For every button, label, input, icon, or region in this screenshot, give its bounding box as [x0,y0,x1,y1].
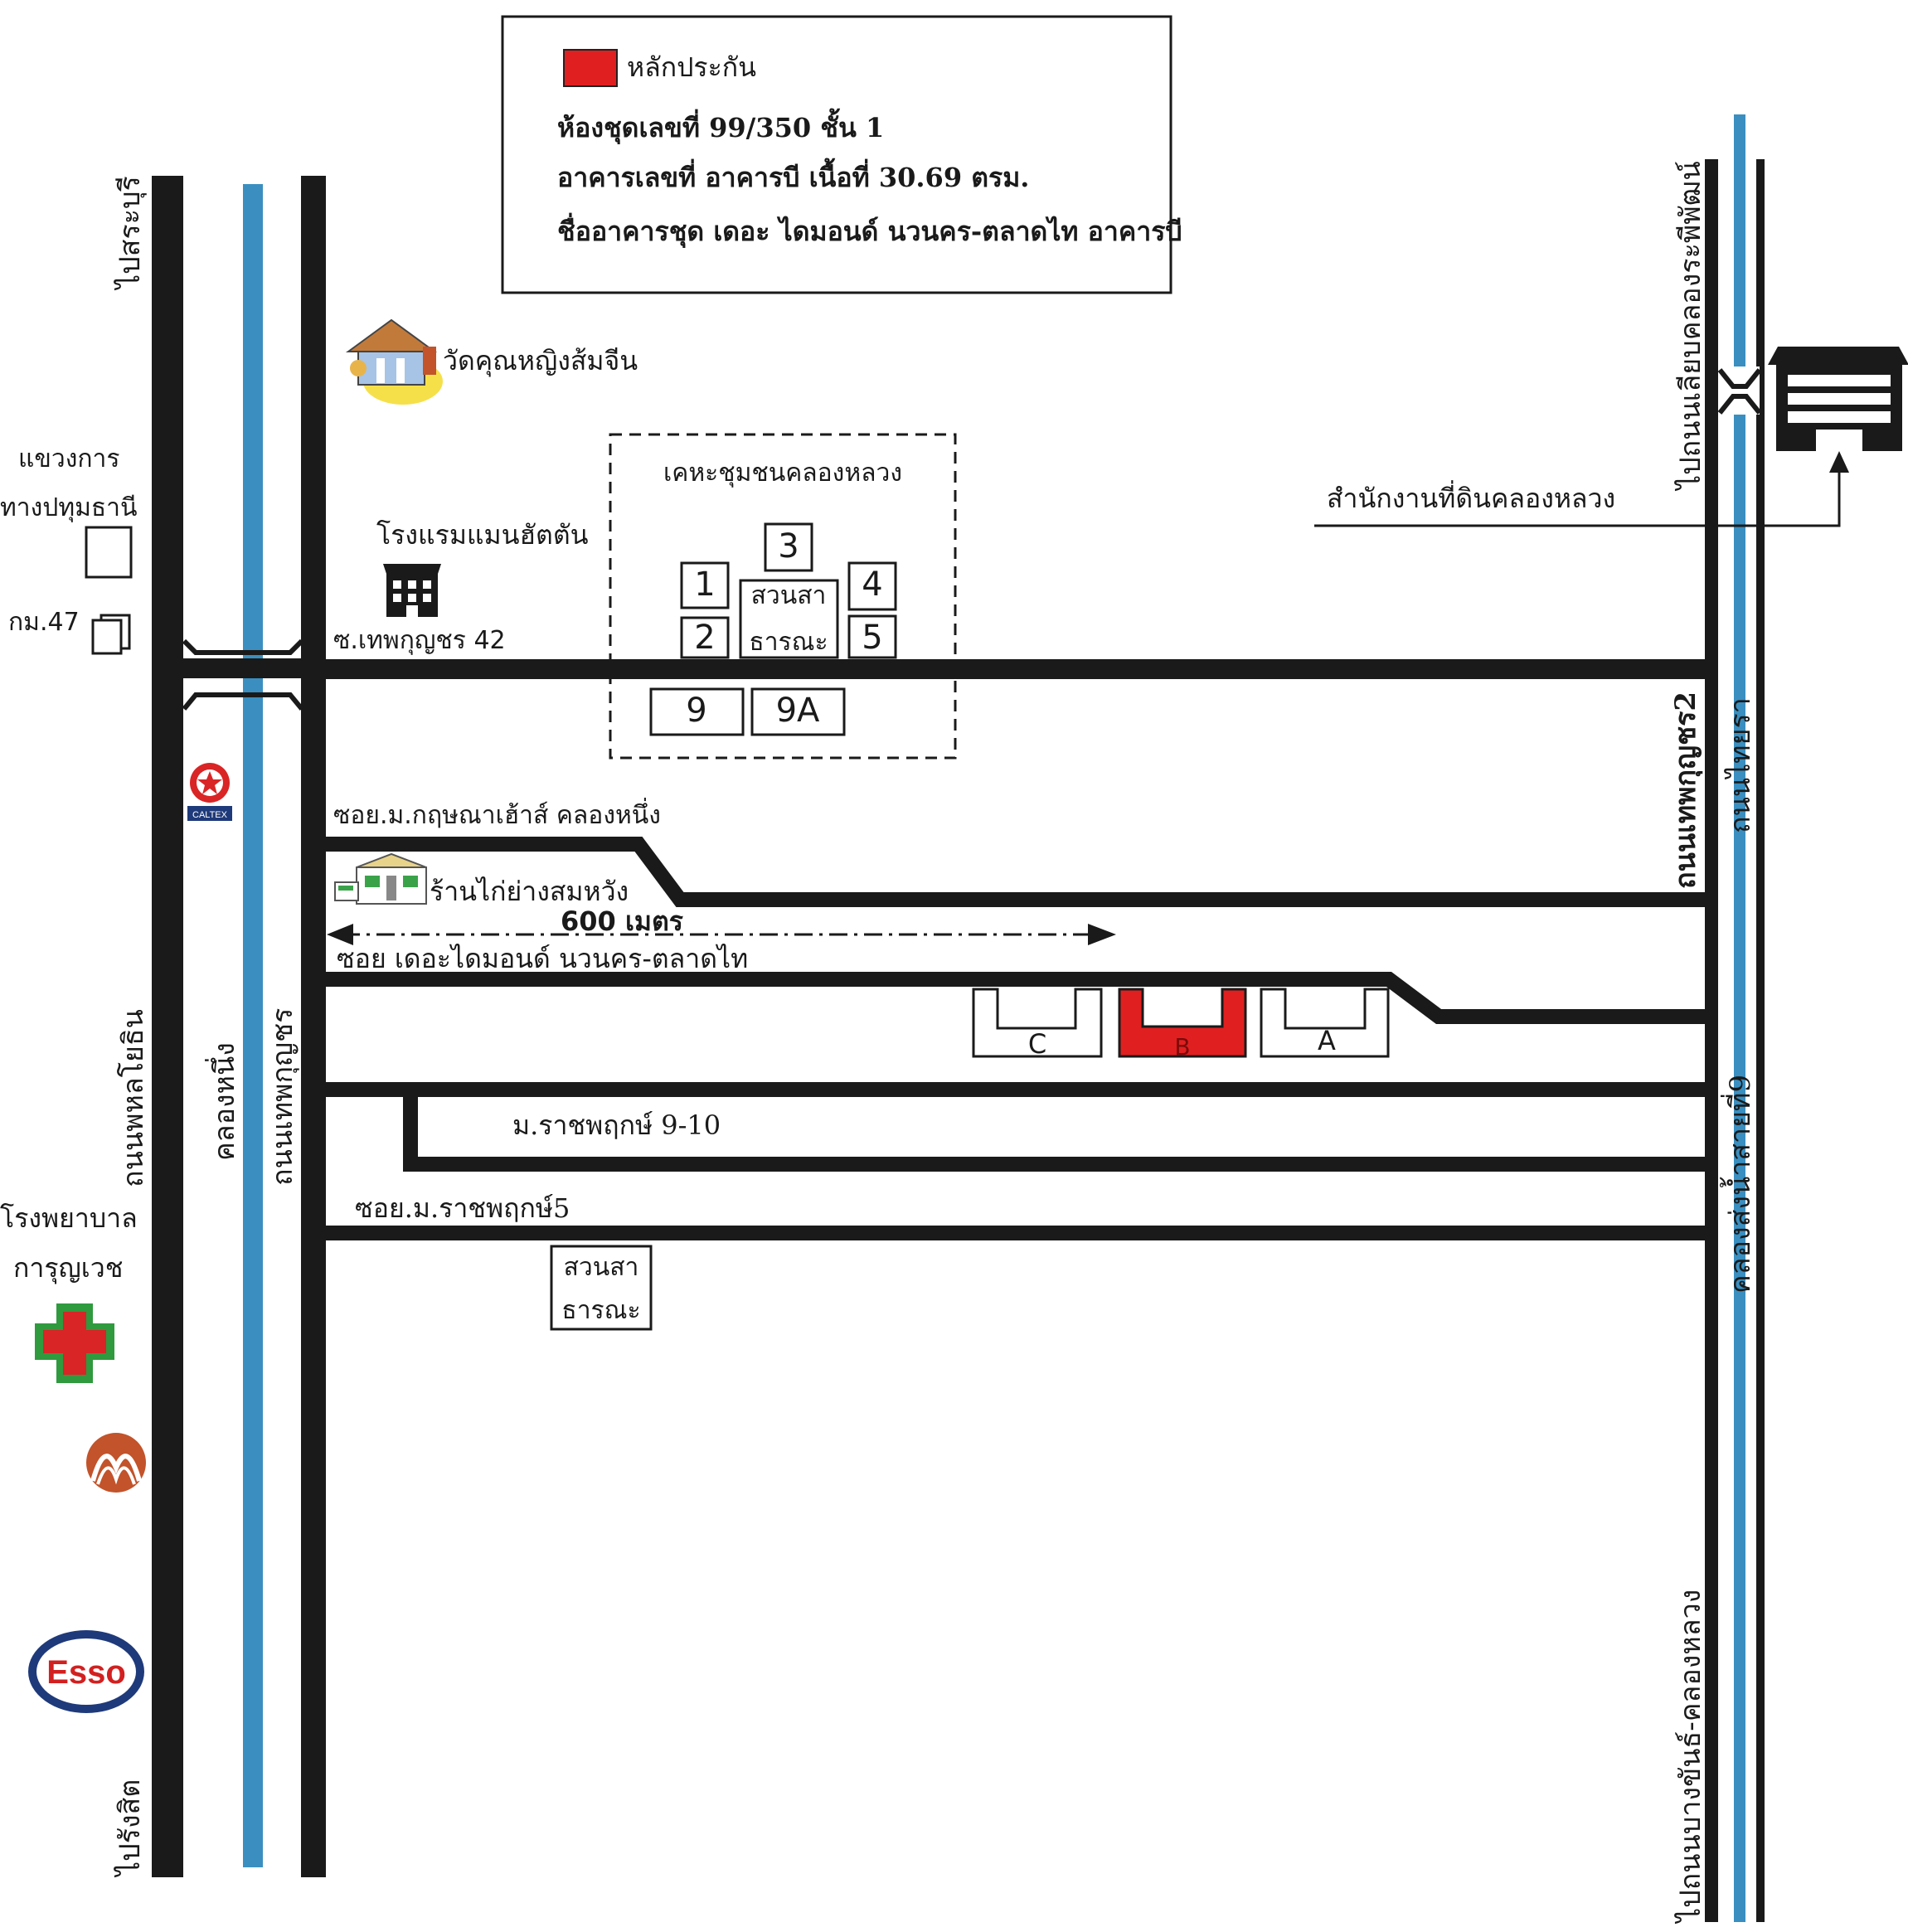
building-a: A [1260,988,1390,1058]
esso-logo-icon: Esso [28,1630,144,1713]
block-3 [764,522,813,572]
direction-to-saraburi: ไปสระบุรี [114,176,147,291]
block-4-label: 4 [862,566,882,604]
distance-indicator: 600 เมตร [327,905,1116,945]
building-a-label: A [1318,1025,1336,1056]
block-2 [680,616,730,659]
block-9a [750,687,846,736]
canal-crossing-icon [1717,366,1762,415]
label-thep-kunchon-2: ถนนเทพกุญชร2 [1669,692,1703,889]
land-office-pointer [1314,471,1841,527]
label-soi-kritsana: ซอย.ม.กฤษณาเฮ้าส์ คลองหนึ่ง [333,798,661,830]
block-4 [847,561,897,611]
caltex-logo-icon: CALTEX [186,761,234,823]
soi-diamond-road [326,972,1710,1024]
ratchaphruek-9-10-road [403,1090,1710,1172]
public-park-label-line2: ธารณะ [561,1296,640,1325]
label-km-marker: กม.47 [8,608,80,637]
block-1-label: 1 [694,566,715,604]
label-restaurant: ร้านไก่ย่างสมหวัง [430,876,629,907]
block-9-label: 9 [686,692,706,730]
legend-condo-name: ชื่ออาคารชุด เดอะ ไดมอนด์ นวนคร-ตลาดไท อ… [557,212,1182,249]
distance-label: 600 เมตร [561,905,683,937]
block-2-label: 2 [694,619,715,657]
soi-thep-kunchon-42-road [301,659,1711,679]
label-community: เคหะชุมชนคลองหลวง [663,459,902,488]
label-hospital-line2: การุญเวช [13,1252,123,1284]
label-highway-dept: แขวงการ [18,444,119,473]
label-thep-kunchon: ถนนเทพกุญชร [266,1008,299,1186]
block-1 [680,561,730,609]
community-park-label: สวนสา [751,581,827,610]
label-hotel: โรงแรมแมนฮัตตัน [376,519,589,551]
km-marker-icon [91,614,131,655]
soi-ratchaphruek-5-road [326,1226,1710,1240]
block-9a-label: 9A [776,692,820,730]
svg-text:Esso: Esso [46,1654,126,1691]
label-ratchaphruek-9-10: ม.ราชพฤกษ์ 9-10 [512,1109,721,1141]
housing-community-area: เคหะชุมชนคลองหลวง 3 1 2 4 5 สวนสา ธารณะ … [609,433,957,760]
public-park: สวนสา ธารณะ [550,1245,653,1331]
label-land-office: สำนักงานที่ดินคลองหลวง [1327,480,1615,514]
bridge-crossing [182,638,304,711]
khlong-nueng-canal [243,184,263,1867]
community-park [739,579,839,659]
label-phahon-yothin: ถนนพหลโยธิน [117,1009,150,1187]
direction-to-khlong-ra-phiphat: ไปถนนเลียบคลองระพีพัฒน์ [1674,161,1707,492]
bank-logo-icon [86,1433,146,1493]
label-canal-9: คลองส่งน้ำสายที่9 [1720,1075,1757,1294]
direction-to-rangsit: ไปรังสิต [114,1779,147,1878]
building-c: C [972,988,1103,1060]
block-5-label: 5 [862,619,882,657]
block-5 [847,614,897,659]
building-c-label: C [1028,1028,1046,1060]
thep-kunchon-2-road [1705,159,1718,1922]
label-thai-ya: ถนนไทยรา [1724,697,1757,833]
thai-ya-road [1756,159,1765,1922]
direction-to-bang-khan: ไปถนนบางขันธ์-คลองหลวง [1674,1590,1707,1925]
land-office-icon [1768,347,1908,451]
label-soi-diamond: ซอย เดอะไดมอนด์ นวนคร-ตลาดไท [337,943,748,974]
block-9 [649,687,745,736]
thep-kunchon-road [301,176,326,1877]
building-b-collateral: B [1118,988,1247,1061]
svg-text:CALTEX: CALTEX [192,810,228,820]
community-park-label-line2: ธารณะ [749,628,828,657]
land-office-arrow [1829,451,1849,473]
hotel-icon [383,564,441,617]
highway-dept-marker [85,526,133,579]
canal-9 [1734,114,1745,1922]
hospital-cross-icon [35,1303,114,1383]
ratchaphruek-north-road [326,1082,1710,1097]
label-soi-42: ซ.เทพกุญชร 42 [333,626,506,656]
building-b-label: B [1174,1033,1190,1061]
collateral-swatch [563,49,618,87]
label-temple: วัดคุณหญิงส้มจีน [443,345,638,377]
public-park-label: สวนสา [564,1253,639,1282]
label-hospital: โรงพยาบาล [0,1202,138,1234]
legend-unit-number: ห้องชุดเลขที่ 99/350 ชั้น 1 [557,108,884,145]
temple-icon [345,318,443,405]
phahon-yothin-road [152,176,183,1877]
label-soi-ratchaphruek-5: ซอย.ม.ราชพฤกษ์5 [355,1192,570,1224]
soi-kritsana-road [326,837,1710,907]
legend-building-area: อาคารเลขที่ อาคารบี เนื้อที่ 30.69 ตรม. [557,158,1029,193]
label-khlong-nueng: คลองหนึ่ง [205,1042,241,1161]
label-highway-dept-line2: ทางปทุมธานี [0,493,138,523]
restaurant-icon [334,852,427,905]
legend-box: หลักประกัน ห้องชุดเลขที่ 99/350 ชั้น 1 อ… [501,15,1182,294]
legend-collateral-label: หลักประกัน [627,51,756,83]
block-3-label: 3 [778,527,799,566]
